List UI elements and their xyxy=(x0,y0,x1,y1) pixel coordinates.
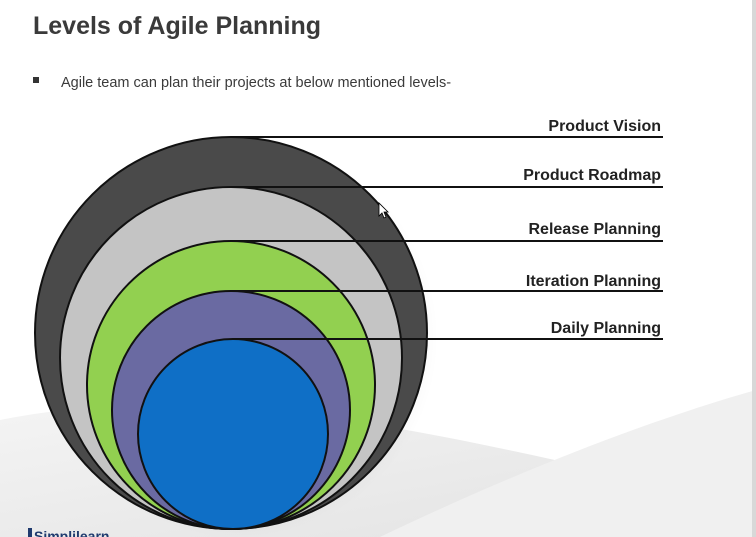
bullet-marker xyxy=(33,77,39,83)
mouse-cursor-icon xyxy=(378,202,389,219)
label-product-vision: Product Vision xyxy=(548,118,661,135)
label-product-roadmap: Product Roadmap xyxy=(523,167,661,184)
background-swoosh-light xyxy=(380,390,756,537)
label-daily-planning: Daily Planning xyxy=(551,320,661,337)
circle-daily-planning xyxy=(137,338,329,530)
label-iteration-planning: Iteration Planning xyxy=(526,273,661,290)
logo-mark-icon xyxy=(28,528,32,537)
window-edge xyxy=(752,0,756,537)
footer-logo: Simplilearn xyxy=(28,528,109,537)
slide-title: Levels of Agile Planning xyxy=(33,12,322,40)
bullet-text: Agile team can plan their projects at be… xyxy=(61,75,452,91)
label-release-planning: Release Planning xyxy=(529,221,662,238)
logo-text: Simplilearn xyxy=(34,528,110,537)
